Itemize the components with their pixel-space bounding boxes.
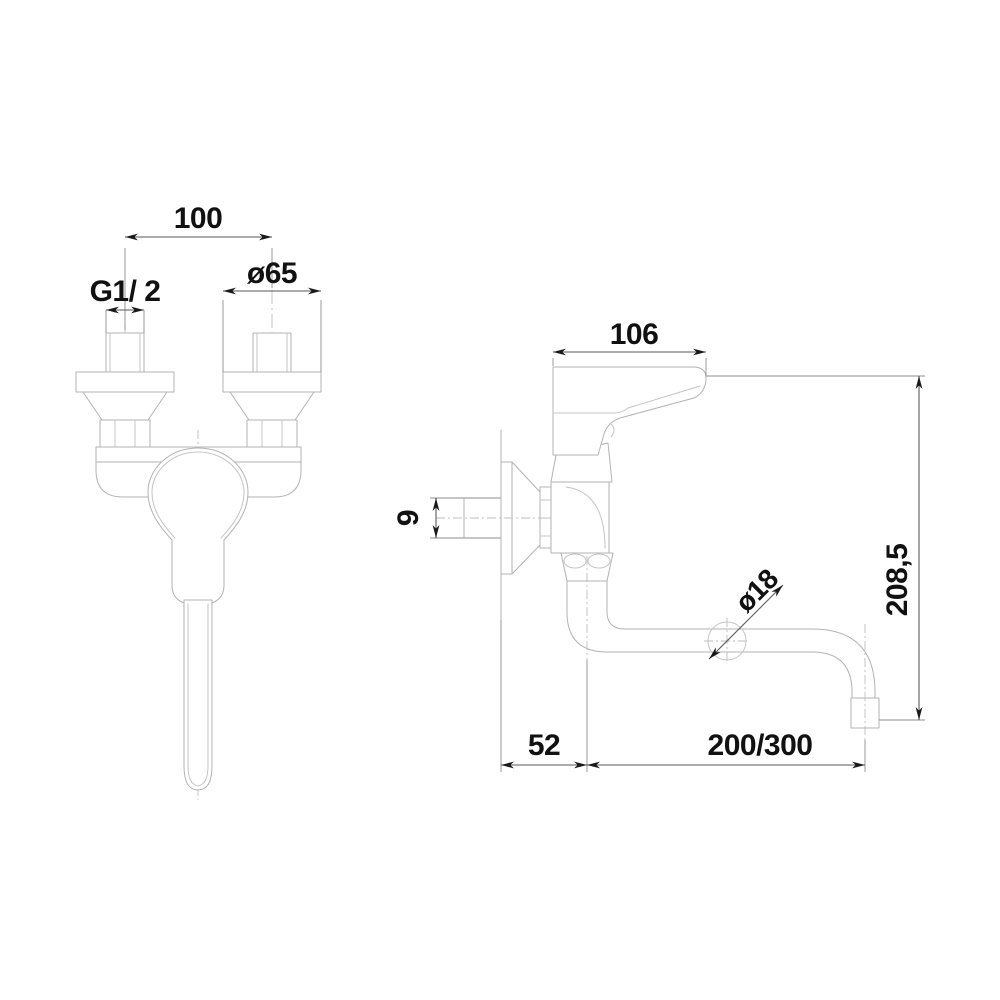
front-lever (147, 447, 249, 791)
front-right-hex-nut (246, 419, 298, 448)
dimension-spout-reach-200-300: 200/300 (587, 729, 866, 772)
front-left-hex-nut (99, 419, 151, 448)
front-lever-shaft-inner-left (187, 603, 199, 787)
dimension-inlet-projection-9: 9 (392, 497, 500, 539)
dim-52-label: 52 (528, 729, 560, 762)
front-view: 100 G1/ 2 ø65 (75, 202, 322, 800)
front-left-flange (75, 371, 175, 393)
dimension-escutcheon-65: ø65 (222, 257, 322, 372)
front-left-cone (82, 391, 168, 421)
side-lever (552, 366, 707, 456)
front-lever-shaft-inner-right (197, 603, 209, 787)
dim-18-label: ø18 (729, 563, 784, 618)
front-right-cone (229, 391, 315, 421)
dim-65-label: ø65 (247, 257, 297, 290)
front-lever-highlight (197, 451, 245, 539)
dimension-thread-g12: G1/ 2 (90, 275, 161, 333)
dim-9-label: 9 (392, 510, 425, 526)
side-collar-port-right (587, 553, 611, 569)
front-lever-body (147, 447, 249, 606)
front-lever-highlight-left (151, 451, 199, 539)
front-lever-shaft (183, 599, 213, 791)
dim-18-leader-line (708, 584, 784, 660)
side-body-inner-round (565, 486, 606, 549)
dimension-spout-offset-52: 52 (500, 620, 588, 772)
dim-106-label: 106 (610, 318, 659, 351)
dim-100-label: 100 (174, 202, 223, 235)
side-view: 106 9 208,5 ø18 (392, 318, 925, 772)
dimension-lever-reach-106: 106 (552, 318, 707, 376)
side-spout-outer-wall (567, 581, 852, 700)
front-left-thread-stub (105, 332, 145, 373)
side-collar-port-left (563, 553, 587, 569)
dimension-spout-diameter-18: ø18 (704, 563, 784, 664)
side-lever-underside-seam (552, 385, 701, 414)
dimension-centers-100: 100 (124, 202, 273, 330)
side-lever-pivot-detail (610, 423, 615, 438)
front-right-thread-stub (252, 332, 292, 373)
front-right-flange (222, 371, 322, 393)
dim-g12-label: G1/ 2 (90, 275, 161, 308)
side-body-block (550, 481, 610, 554)
front-right-inlet (222, 332, 322, 448)
dim-200300-label: 200/300 (708, 729, 813, 762)
side-spout-tube (567, 556, 880, 740)
dim-2085-label: 208,5 (881, 544, 914, 617)
side-spout-inner-wall (607, 581, 875, 700)
side-lever-body (552, 366, 707, 456)
dimension-overall-height-208-5: 208,5 (706, 375, 925, 721)
front-left-inlet (75, 332, 175, 448)
